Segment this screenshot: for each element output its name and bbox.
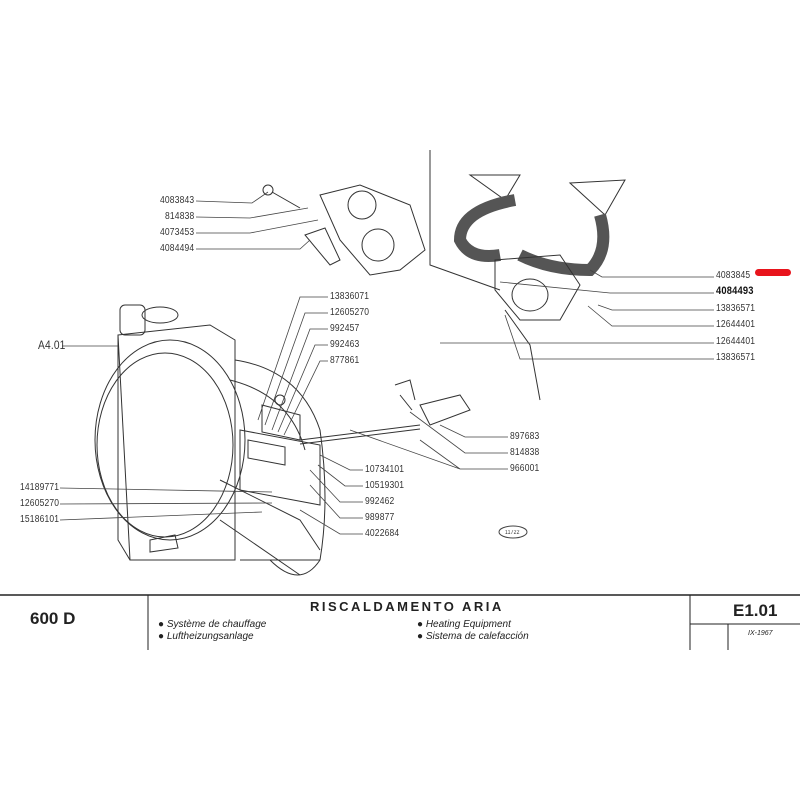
part-number-label: 4084493 [716, 285, 754, 297]
description-de: ● Luftheizungsanlage [158, 631, 254, 642]
part-number-label: 897683 [510, 431, 540, 442]
part-number-label: 992463 [330, 339, 360, 350]
description-de-text: Luftheizungsanlage [166, 631, 254, 642]
part-number-label: 814838 [165, 211, 195, 222]
control-panel-drawing [239, 394, 421, 506]
part-number-label: 15186101 [20, 514, 60, 525]
part-number-label: 966001 [510, 463, 540, 474]
part-number-label: 14189771 [20, 482, 60, 493]
description-es-text: Sistema de calefacción [425, 631, 529, 642]
page-title: RISCALDAMENTO ARIA [310, 599, 504, 614]
description-fr-text: Système de chauffage [166, 619, 267, 630]
drawing-number: 11722 [505, 530, 520, 536]
reference-label: A4.01 [38, 338, 66, 352]
title-block-frame [0, 594, 800, 650]
description-en: ● Heating Equipment [417, 619, 511, 630]
part-number-label: 10519301 [365, 480, 405, 491]
description-es: ● Sistema de calefacción [417, 631, 529, 642]
vent-drawing [394, 379, 471, 426]
heater-unit-drawing [429, 150, 626, 401]
part-number-label: 13836571 [716, 303, 756, 314]
part-number-label: 4084494 [160, 243, 195, 254]
edition-date: IX-1967 [748, 630, 773, 637]
model-name: 600 D [30, 609, 76, 628]
highlight-marker [755, 269, 791, 276]
description-en-text: Heating Equipment [425, 619, 511, 630]
part-number-label: 992462 [365, 496, 395, 507]
part-number-label: 12644401 [716, 319, 756, 330]
section-code: E1.01 [733, 601, 778, 620]
part-number-label: 10734101 [365, 464, 405, 475]
drawing-number-badge [498, 525, 528, 539]
description-fr: ● Système de chauffage [158, 619, 267, 630]
part-number-label: 4022684 [365, 528, 400, 539]
part-number-label: 814838 [510, 447, 540, 458]
part-number-label: 877861 [330, 355, 360, 366]
part-number-label-highlighted: 4083845 [716, 270, 751, 281]
part-number-label: 992457 [330, 323, 360, 334]
part-number-label: 12644401 [716, 336, 756, 347]
part-number-label: 989877 [365, 512, 395, 523]
radiator-drawing [94, 304, 326, 576]
air-box-drawing [262, 184, 426, 276]
leader-lines [59, 191, 714, 535]
part-number-label: 4073453 [160, 227, 195, 238]
part-number-label: 13836571 [716, 352, 756, 363]
part-number-label: 13836071 [330, 291, 370, 302]
part-number-label: 12605270 [330, 307, 370, 318]
part-number-label: 12605270 [20, 498, 60, 509]
part-number-label: 4083843 [160, 195, 195, 206]
